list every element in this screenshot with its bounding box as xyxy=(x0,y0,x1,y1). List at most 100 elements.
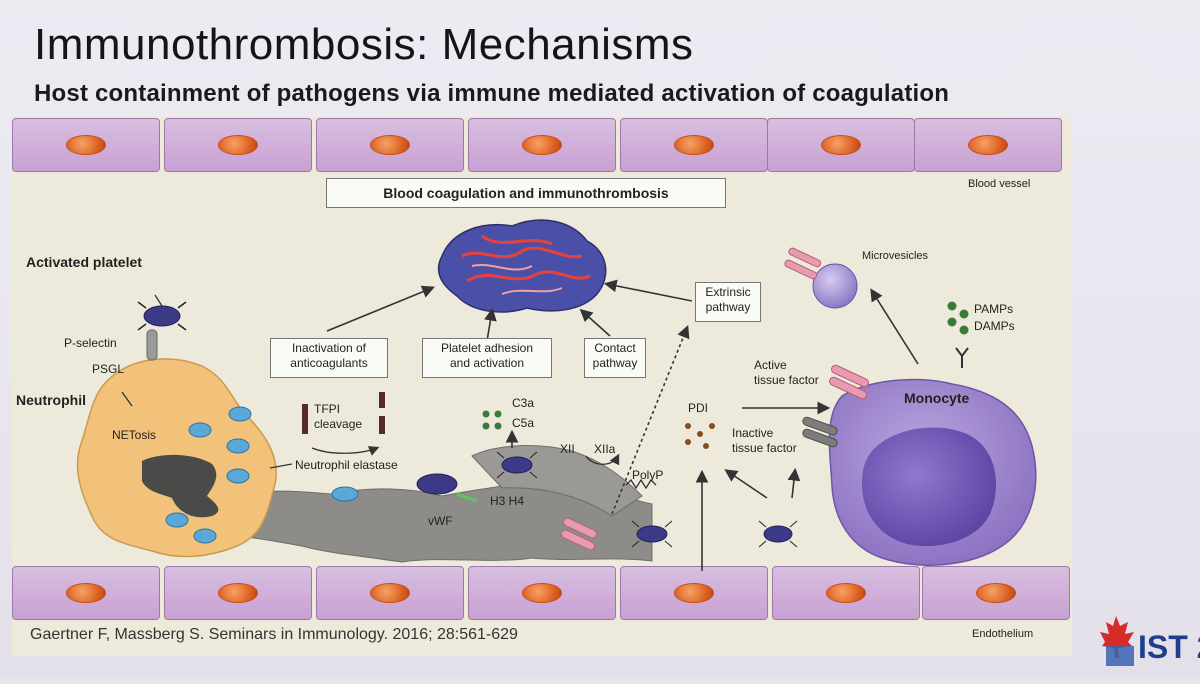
slide-subtitle: Host containment of pathogens via immune… xyxy=(34,80,950,107)
endothelial-cell xyxy=(914,118,1062,172)
cell-nucleus xyxy=(522,583,562,603)
blood-vessel-label: Blood vessel xyxy=(968,178,1031,190)
endothelium-label: Endothelium xyxy=(972,628,1034,640)
endothelial-cell xyxy=(12,118,160,172)
damps-label: DAMPs xyxy=(974,319,1015,333)
tfpi-bar xyxy=(379,416,385,434)
endothelial-cell xyxy=(12,566,160,620)
connector-lines xyxy=(121,294,657,490)
xiia-label: XIIa xyxy=(594,442,616,456)
endothelial-cell xyxy=(468,118,616,172)
pdi-dots-icon xyxy=(685,423,715,449)
cell-nucleus xyxy=(370,583,410,603)
inactive-tf-line-1: Inactive xyxy=(732,426,774,440)
contact-pathway-box: Contact pathway xyxy=(584,338,646,378)
inactivation-box: Inactivation of anticoagulants xyxy=(270,338,388,378)
cell-nucleus xyxy=(66,583,106,603)
tissue-factor-icon xyxy=(802,364,870,448)
immunothrombosis-diagram: Blood coagulation and immunothrombosis I… xyxy=(12,116,1072,656)
p-selectin-label: P-selectin xyxy=(64,336,117,350)
platelet-adhesion-line-1: Platelet adhesion xyxy=(440,341,534,355)
platelet-icon xyxy=(631,520,673,548)
activated-platelet-icon xyxy=(137,301,187,361)
active-tf-label: Active tissue factor xyxy=(754,358,819,388)
extrinsic-line-1: Extrinsic xyxy=(705,285,751,299)
extrinsic-line-2: pathway xyxy=(705,300,751,314)
c3a-label: C3a xyxy=(512,396,535,410)
pdi-label: PDI xyxy=(688,401,709,415)
contact-line-1: Contact xyxy=(594,341,636,355)
diagram-header-box: Blood coagulation and immunothrombosis xyxy=(326,178,726,208)
tfpi-label: TFPI cleavage xyxy=(314,402,362,432)
extrinsic-pathway-box: Extrinsic pathway xyxy=(695,282,761,322)
endothelial-cell xyxy=(164,566,312,620)
microvesicle-icon xyxy=(784,247,858,309)
endothelial-cell xyxy=(620,118,768,172)
polyp-label: PolyP xyxy=(632,468,664,482)
cell-nucleus xyxy=(821,135,861,155)
tfpi-line-1: TFPI xyxy=(314,402,340,416)
h3h4-label: H3 H4 xyxy=(490,494,525,508)
neutrophil-elastase-label: Neutrophil elastase xyxy=(295,458,398,472)
net-granules xyxy=(165,406,359,544)
cell-nucleus xyxy=(218,583,258,603)
endothelial-cell xyxy=(620,566,768,620)
xii-label: XII xyxy=(560,442,575,456)
vwf-label: vWF xyxy=(428,514,453,528)
tissue-factor-icon xyxy=(560,517,598,551)
monocyte-cell xyxy=(828,347,1037,566)
endothelial-cell xyxy=(316,118,464,172)
vessel-wall-top xyxy=(12,118,1072,174)
complement-dots-icon xyxy=(482,410,502,430)
monocyte-label: Monocyte xyxy=(904,390,970,406)
neutrophil-nucleus xyxy=(142,454,219,518)
endothelial-cell xyxy=(316,566,464,620)
vessel-wall-bottom xyxy=(12,566,1072,622)
platelet-icon xyxy=(496,451,538,479)
slide-title: Immunothrombosis: Mechanisms xyxy=(34,20,694,69)
contact-line-2: pathway xyxy=(592,356,638,370)
cell-nucleus xyxy=(968,135,1008,155)
cell-nucleus xyxy=(674,583,714,603)
endothelial-cell xyxy=(767,118,915,172)
activated-platelet-label: Activated platelet xyxy=(26,254,142,270)
psgl-label: PSGL xyxy=(92,362,125,376)
conference-logo: IST 202 xyxy=(1098,610,1200,679)
thrombus-icon xyxy=(437,219,607,313)
c5a-label: C5a xyxy=(512,416,535,430)
cell-nucleus xyxy=(370,135,410,155)
inactive-tf-label: Inactive tissue factor xyxy=(732,426,797,456)
netosis-label: NETosis xyxy=(112,428,157,442)
endothelial-cell xyxy=(772,566,920,620)
endothelial-cell xyxy=(922,566,1070,620)
cell-nucleus xyxy=(826,583,866,603)
pathway-arrows xyxy=(326,279,919,571)
pamps-label: PAMPs xyxy=(974,302,1014,316)
platelet-icon xyxy=(758,520,798,548)
tfpi-line-2: cleavage xyxy=(314,417,363,431)
neutrophil-label: Neutrophil xyxy=(16,392,86,408)
platelet-adhesion-box: Platelet adhesion and activation xyxy=(422,338,552,378)
cell-nucleus xyxy=(522,135,562,155)
cell-nucleus xyxy=(66,135,106,155)
cell-nucleus xyxy=(976,583,1016,603)
vwf-platelet xyxy=(416,473,478,503)
logo-text: IST 202 xyxy=(1138,629,1200,665)
cell-nucleus xyxy=(674,135,714,155)
platelet-adhesion-line-2: and activation xyxy=(449,356,525,370)
microvesicles-label: Microvesicles xyxy=(862,250,929,262)
diagram-artwork xyxy=(76,219,1037,571)
endothelial-cell xyxy=(468,566,616,620)
inactivation-line-2: anticoagulants xyxy=(290,356,368,370)
citation: Gaertner F, Massberg S. Seminars in Immu… xyxy=(30,626,518,643)
active-tf-line-1: Active xyxy=(754,358,787,372)
cell-nucleus xyxy=(218,135,258,155)
tfpi-bar xyxy=(379,392,385,408)
endothelial-cell xyxy=(164,118,312,172)
active-tf-line-2: tissue factor xyxy=(754,373,819,387)
inactive-tf-line-2: tissue factor xyxy=(732,441,797,455)
inactivation-line-1: Inactivation of xyxy=(291,341,367,355)
tfpi-bar xyxy=(302,404,308,434)
pamps-damps-icon xyxy=(947,301,969,335)
